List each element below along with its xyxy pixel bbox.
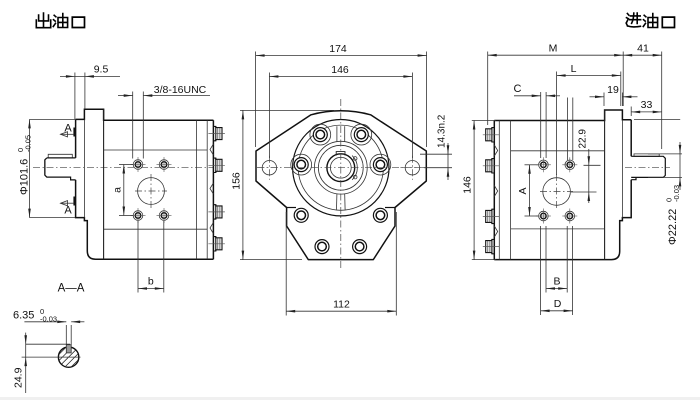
- svg-text:0: 0: [665, 198, 674, 202]
- svg-text:41: 41: [637, 43, 649, 55]
- svg-text:-0.03: -0.03: [40, 315, 57, 324]
- svg-text:A—A: A—A: [58, 283, 85, 295]
- svg-text:L: L: [571, 63, 577, 75]
- svg-text:B: B: [553, 275, 560, 287]
- svg-text:A: A: [64, 123, 72, 135]
- svg-text:22.9: 22.9: [578, 129, 589, 149]
- svg-text:0: 0: [16, 148, 25, 152]
- svg-text:b: b: [148, 276, 154, 288]
- svg-text:-0.03: -0.03: [672, 185, 681, 202]
- svg-text:174: 174: [329, 43, 347, 55]
- svg-text:24.9: 24.9: [13, 367, 25, 388]
- svg-text:M: M: [549, 43, 558, 55]
- svg-text:156: 156: [231, 172, 243, 190]
- svg-text:-0.05: -0.05: [24, 135, 33, 152]
- svg-text:14.3n.2: 14.3n.2: [437, 114, 448, 148]
- svg-text:A: A: [64, 205, 72, 217]
- svg-text:146: 146: [462, 176, 474, 194]
- svg-text:Φ101.6: Φ101.6: [19, 159, 31, 195]
- svg-text:A: A: [517, 187, 529, 194]
- svg-text:112: 112: [333, 299, 350, 311]
- svg-text:6.35: 6.35: [13, 310, 34, 322]
- svg-text:Φ22.22: Φ22.22: [667, 209, 679, 245]
- svg-text:146: 146: [331, 64, 349, 76]
- svg-text:9.5: 9.5: [94, 64, 109, 76]
- svg-text:3/8-16UNC: 3/8-16UNC: [154, 84, 207, 96]
- svg-text:33: 33: [641, 99, 653, 111]
- svg-text:C: C: [514, 83, 522, 95]
- svg-text:a: a: [112, 187, 124, 193]
- svg-text:19: 19: [607, 84, 619, 96]
- svg-text:0: 0: [40, 307, 44, 316]
- svg-text:D: D: [554, 298, 562, 310]
